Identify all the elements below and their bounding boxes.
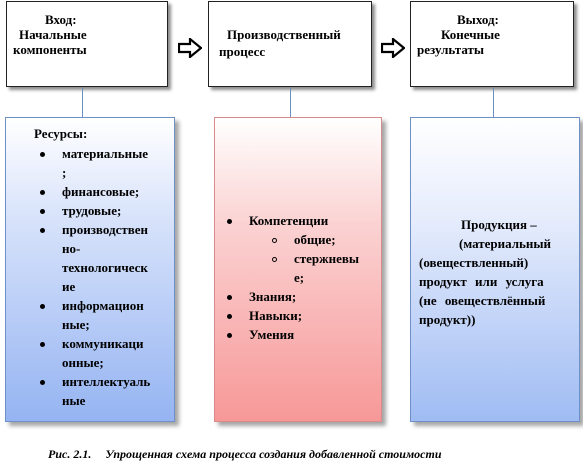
- output-box: Выход: Конечные результаты: [410, 1, 574, 87]
- input-box-line3: компоненты: [13, 42, 87, 57]
- bullet-icon: [40, 209, 45, 214]
- connector-line: [82, 88, 83, 117]
- connector-line: [290, 88, 291, 117]
- product-line: (материальный: [459, 236, 552, 251]
- process-box: Производственный процесс: [208, 1, 372, 87]
- product-line: продукт или услуга: [419, 274, 544, 289]
- product-line: (не овеществлённый: [419, 293, 546, 308]
- output-box-line2: Конечные: [441, 27, 500, 42]
- process-item: Навыки;: [249, 308, 303, 323]
- bullet-icon: [40, 342, 45, 347]
- bullet-icon: [40, 152, 45, 157]
- arrow-icon: [381, 38, 405, 58]
- bullet-icon: [227, 333, 232, 338]
- process-box-line2: процесс: [219, 44, 266, 59]
- process-item: Умения: [249, 327, 295, 342]
- resource-item-line: ные;: [62, 317, 90, 332]
- resource-item-line: ные: [62, 393, 86, 408]
- resource-item-line: ие: [62, 279, 76, 294]
- connector-line: [493, 88, 494, 117]
- bullet-icon: [40, 228, 45, 233]
- product-line: (овеществленный): [419, 255, 529, 270]
- output-box-line3: результаты: [417, 42, 485, 57]
- process-item: Компетенции: [249, 213, 329, 228]
- resource-item-line: технологическ: [62, 260, 148, 275]
- process-subitem: стержневы: [294, 251, 360, 266]
- resource-item-line: онные;: [62, 355, 104, 370]
- caption-text: Упрощенная схема процесса создания добав…: [105, 447, 442, 461]
- figure-caption: Рис. 2.1. Упрощенная схема процесса созда…: [48, 447, 442, 462]
- resource-item-line: финансовые;: [62, 184, 140, 199]
- process-item: Знания;: [249, 289, 297, 304]
- resources-box: Ресурсы: материальные ; финансовые; труд…: [5, 117, 175, 422]
- product-line: Продукция –: [461, 217, 537, 232]
- resources-title: Ресурсы:: [34, 126, 88, 141]
- circle-bullet-icon: [272, 257, 277, 262]
- circle-bullet-icon: [272, 238, 277, 243]
- caption-number: Рис. 2.1.: [48, 447, 92, 461]
- resource-item-line: производствен: [62, 222, 149, 237]
- output-box-line1: Выход:: [457, 12, 499, 27]
- process-subitem: е;: [294, 270, 305, 285]
- process-subitem: общие;: [294, 232, 336, 247]
- arrow-icon: [178, 38, 202, 58]
- product-box: Продукция – (материальный (овеществленны…: [410, 117, 580, 422]
- resource-item-line: ;: [62, 165, 67, 180]
- resource-item-line: интеллектуаль: [62, 374, 151, 389]
- bullet-icon: [40, 190, 45, 195]
- input-box-line1: Вход:: [45, 12, 77, 27]
- resource-item-line: трудовые;: [62, 203, 122, 218]
- input-box: Вход: Начальные компоненты: [6, 1, 168, 87]
- bullet-icon: [40, 304, 45, 309]
- bullet-icon: [227, 295, 232, 300]
- process-box-line1: Производственный: [227, 27, 341, 42]
- bullet-icon: [227, 314, 232, 319]
- bullet-icon: [40, 380, 45, 385]
- resource-item-line: материальные: [62, 146, 148, 161]
- input-box-line2: Начальные: [19, 27, 87, 42]
- process-detail-box: Компетенции общие; стержневы е; Знания; …: [214, 117, 382, 422]
- product-line: продукт)): [419, 312, 476, 327]
- bullet-icon: [227, 219, 232, 224]
- resource-item-line: информацион: [62, 298, 144, 313]
- resource-item-line: коммуникаци: [62, 336, 144, 351]
- resource-item-line: но-: [62, 241, 81, 256]
